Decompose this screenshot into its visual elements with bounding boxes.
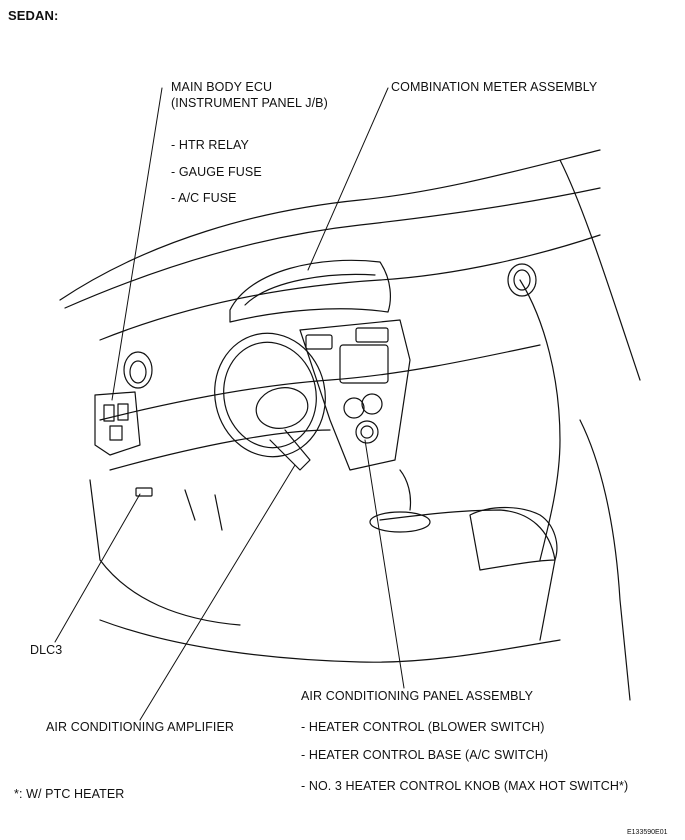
armrest <box>469 506 558 571</box>
center-stack <box>299 319 411 471</box>
meter-hood-inner <box>244 273 376 306</box>
shift-boot <box>399 469 412 511</box>
right-vent-inner <box>513 269 531 291</box>
left-vent-outer <box>123 351 153 389</box>
seat-right-edge <box>579 419 631 701</box>
callout-main-body-ecu-line2: (INSTRUMENT PANEL J/B) <box>171 96 328 110</box>
junction-block <box>94 391 141 456</box>
ac-knob-left <box>343 397 365 419</box>
junction-block-fuse-b <box>117 403 129 421</box>
right-dash-side <box>519 279 561 561</box>
pedal-1 <box>184 489 196 521</box>
steering-wheel-rim <box>214 332 326 458</box>
console <box>379 509 556 641</box>
figure-code: E133590E01 <box>627 829 668 836</box>
leader-combination-meter <box>307 87 389 271</box>
main-body-ecu-item-gauge-fuse: - GAUGE FUSE <box>171 165 262 179</box>
leader-main-body-ecu <box>111 87 163 401</box>
pedal-2 <box>214 494 223 531</box>
cupholder <box>369 511 431 533</box>
center-vent-left <box>305 334 333 350</box>
main-body-ecu-item-ac-fuse: - A/C FUSE <box>171 191 237 205</box>
ac-panel-item-heater-control: - HEATER CONTROL (BLOWER SWITCH) <box>301 720 545 734</box>
junction-block-fuse-c <box>109 425 123 441</box>
floor-edge <box>99 619 561 663</box>
dlc3-connector <box>135 487 153 497</box>
right-a-pillar <box>559 159 641 381</box>
right-vent-outer <box>507 263 537 297</box>
callout-dlc3: DLC3 <box>30 643 63 657</box>
ac-panel-item-no3-heater-knob: - NO. 3 HEATER CONTROL KNOB (MAX HOT SWI… <box>301 779 629 793</box>
callout-ac-panel-title: AIR CONDITIONING PANEL ASSEMBLY <box>301 689 534 703</box>
meter-hood <box>229 259 391 323</box>
center-vent-right <box>355 327 389 343</box>
leader-ac-amplifier <box>139 464 296 721</box>
callout-main-body-ecu-line1: MAIN BODY ECU <box>171 80 273 94</box>
lower-dash-left <box>89 479 241 626</box>
junction-block-fuse-a <box>103 404 115 422</box>
leader-ac-panel <box>364 439 405 689</box>
dash-lower-edge <box>99 344 541 421</box>
callout-combination-meter: COMBINATION METER ASSEMBLY <box>391 80 598 94</box>
left-vent-inner <box>129 360 147 384</box>
page-heading: SEDAN: <box>8 8 59 23</box>
callout-air-conditioning-amplifier: AIR CONDITIONING AMPLIFIER <box>46 720 235 734</box>
steering-column <box>269 429 311 471</box>
ac-knob-lower-inner <box>360 425 374 439</box>
windshield-edge <box>59 149 601 301</box>
ac-knob-lower <box>355 420 379 444</box>
main-body-ecu-item-htr-relay: - HTR RELAY <box>171 138 249 152</box>
dash-top-curve <box>99 234 601 341</box>
center-display <box>339 344 389 384</box>
footnote: *: W/ PTC HEATER <box>14 787 125 801</box>
dash-top-edge <box>64 187 601 309</box>
leader-dlc3 <box>54 493 141 643</box>
steering-wheel-inner <box>223 341 317 449</box>
ac-panel-item-heater-control-base: - HEATER CONTROL BASE (A/C SWITCH) <box>301 748 549 762</box>
steering-hub <box>255 387 309 429</box>
ac-knob-center <box>361 393 383 415</box>
